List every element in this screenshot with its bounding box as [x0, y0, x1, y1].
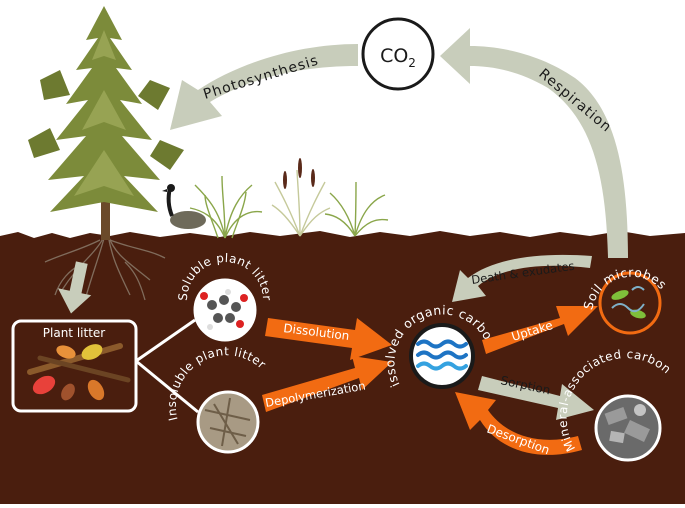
goose-icon: [162, 184, 206, 229]
connector-soluble: [135, 318, 196, 363]
co2-circle: [361, 17, 435, 91]
plant-litter-box: [11, 319, 138, 413]
co2-label-main: CO: [380, 45, 408, 67]
co2-label: CO2: [380, 45, 416, 70]
uptake-arrow: [482, 306, 598, 354]
desorption-arrow: [455, 392, 582, 455]
microbes-icon: [611, 286, 646, 319]
molecule-icon: [200, 289, 248, 330]
respiration-label: Respiration: [535, 66, 614, 136]
litter-fall-arrow: [57, 261, 92, 314]
grass-seedheads: [283, 158, 315, 189]
respiration-arrow: [440, 28, 628, 258]
conifer-tree-icon: [28, 6, 184, 240]
water-waves-icon: [416, 339, 468, 371]
connector-insoluble: [135, 359, 199, 414]
plant-litter-label: Plant litter: [43, 326, 106, 340]
tree-roots: [44, 234, 166, 301]
co2-label-subscript: 2: [408, 56, 416, 70]
soil-microbes-circle: [598, 271, 662, 335]
grass-clumps-icon: [189, 169, 389, 239]
soluble-litter-circle: [193, 278, 257, 342]
mineral-texture-icon: [604, 404, 650, 444]
leaf-litter-icon: [27, 343, 131, 401]
dissolution-arrow: [265, 318, 392, 360]
wood-fiber-icon: [204, 397, 251, 447]
photosynthesis-arrow: [170, 44, 358, 130]
depolymerization-arrow: [262, 356, 392, 412]
sorption-arrow: [478, 376, 594, 420]
death-exudates-arrow: [452, 254, 592, 302]
insoluble-litter-circle: [196, 390, 260, 454]
